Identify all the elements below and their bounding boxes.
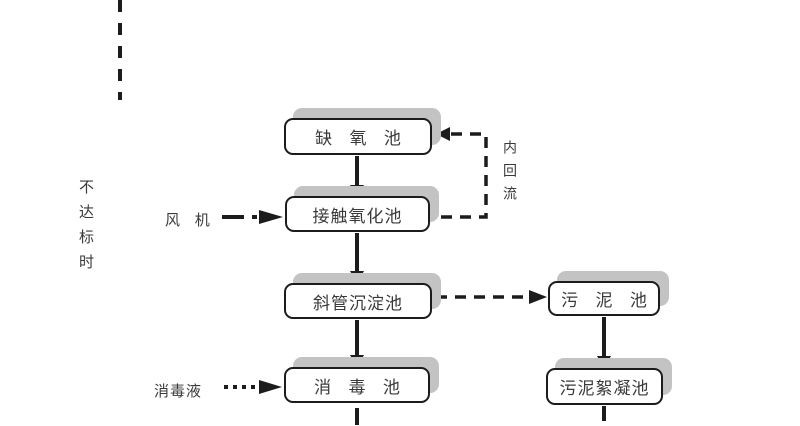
node-disinfection-tank: 消 毒 池 xyxy=(284,367,430,403)
arrow-contact-to-sedimentation xyxy=(350,233,364,283)
label-disinfectant: 消毒液 xyxy=(154,382,203,400)
internal-reflux-path xyxy=(436,127,488,219)
node-inclined-tube-sedimentation-tank: 斜管沉淀池 xyxy=(284,283,432,319)
label-not-up-to-standard: 不达标时 xyxy=(77,179,95,279)
arrow-sedimentation-to-sludge xyxy=(436,290,547,304)
node-sludge-flocculation-tank: 污泥絮凝池 xyxy=(546,368,663,405)
arrow-disinfectant-inlet xyxy=(224,380,282,394)
label-fan: 风 机 xyxy=(165,211,215,229)
arrow-fan-inlet xyxy=(222,210,283,224)
arrow-sedimentation-to-disinfection xyxy=(350,320,364,367)
label-internal-reflux: 内回流 xyxy=(501,140,517,209)
arrow-anoxic-to-contact xyxy=(350,156,364,197)
node-anoxic-tank: 缺 氧 池 xyxy=(284,118,432,155)
node-contact-oxidation-tank: 接触氧化池 xyxy=(285,196,430,232)
node-sludge-tank: 污 泥 池 xyxy=(548,281,660,316)
arrow-sludge-to-flocculation xyxy=(597,317,611,368)
